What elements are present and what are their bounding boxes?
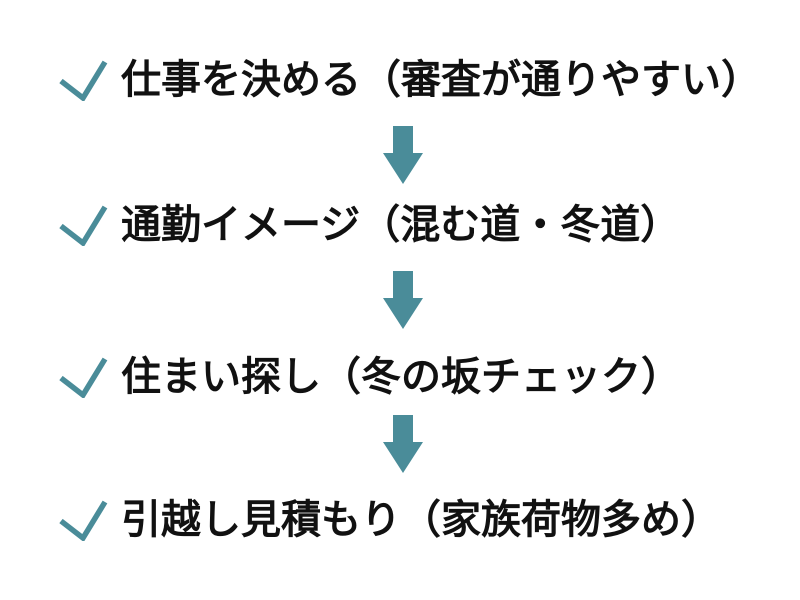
check-icon (59, 60, 108, 101)
arrow-down-icon (383, 271, 423, 329)
step-label: 引越し見積もり（家族荷物多め） (121, 498, 721, 542)
check-icon (59, 500, 108, 541)
step-label: 通勤イメージ（混む道・冬道） (121, 203, 681, 247)
check-icon (59, 357, 108, 398)
check-icon (59, 205, 108, 246)
arrow-down-icon (383, 415, 423, 473)
step-item-3: 住まい探し（冬の坂チェック） (58, 351, 681, 403)
step-item-4: 引越し見積もり（家族荷物多め） (58, 494, 721, 546)
step-item-2: 通勤イメージ（混む道・冬道） (58, 199, 680, 251)
step-item-1: 仕事を決める（審査が通りやすい） (58, 54, 761, 106)
arrow-down-icon (383, 126, 423, 184)
step-label: 住まい探し（冬の坂チェック） (121, 355, 681, 399)
step-label: 仕事を決める（審査が通りやすい） (121, 58, 761, 102)
